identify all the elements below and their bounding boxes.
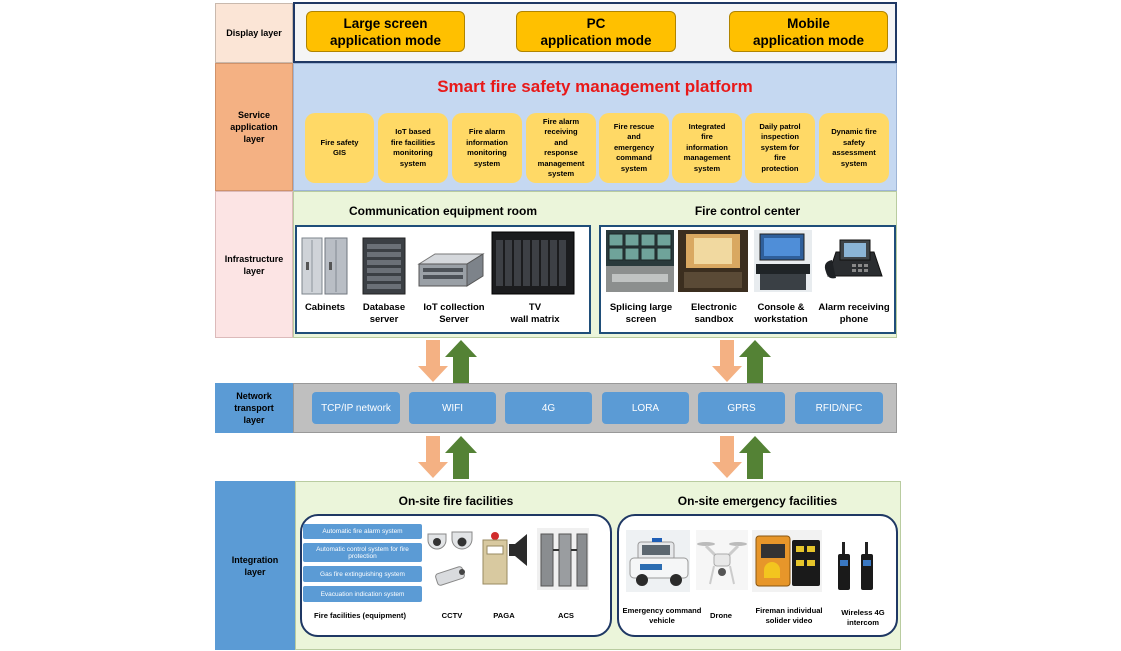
cabinets-image	[299, 236, 351, 296]
fire-facilities-title: On-site fire facilities	[398, 494, 514, 508]
service-system-iot-monitoring[interactable]: IoT based fire facilities monitoring sys…	[378, 113, 448, 183]
service-system-patrol-inspection[interactable]: Daily patrol inspection system for fire …	[745, 113, 815, 183]
console-workstation-caption: Console & workstation	[754, 302, 808, 325]
fire-system-auto-alarm[interactable]: Automatic fire alarm system	[303, 524, 422, 539]
paga-image	[480, 528, 510, 586]
service-system-alarm-response[interactable]: Fire alarm receiving and response manage…	[526, 113, 596, 183]
large-screen-mode-button[interactable]: Large screen application mode	[306, 11, 465, 52]
database-server-image	[359, 236, 409, 296]
splicing-screen-image	[606, 230, 674, 292]
service-system-integrated-info[interactable]: Integrated fire information management s…	[672, 113, 742, 183]
network-lora[interactable]: LORA	[602, 392, 689, 424]
fire-system-evacuation[interactable]: Evacuation indication system	[303, 586, 422, 602]
console-workstation-image	[754, 230, 812, 292]
service-system-safety-assessment[interactable]: Dynamic fire safety assessment system	[819, 113, 889, 183]
alarm-phone-caption: Alarm receiving phone	[818, 302, 890, 325]
service-system-gis[interactable]: Fire safety GIS	[305, 113, 374, 183]
data-flow-arrows-upper-right	[712, 340, 771, 383]
electronic-sandbox-image	[678, 230, 748, 292]
cabinets-caption: Cabinets	[304, 302, 346, 313]
iot-server-image	[415, 250, 487, 290]
individual-video-image	[752, 530, 822, 592]
fire-system-gas-extinguishing[interactable]: Gas fire extinguishing system	[303, 566, 422, 582]
electronic-sandbox-caption: Electronic sandbox	[691, 302, 737, 325]
emergency-facilities-title: On-site emergency facilities	[677, 494, 838, 508]
splicing-screen-caption: Splicing large screen	[609, 302, 673, 325]
tv-wall-matrix-caption: TV wall matrix	[510, 302, 560, 325]
fire-center-title: Fire control center	[694, 204, 801, 218]
service-layer-label: Service application layer	[215, 63, 293, 191]
network-layer-label: Network transport layer	[215, 383, 293, 433]
fire-facilities-equipment-caption: Fire facilities (equipment)	[314, 611, 406, 620]
speaker-image	[505, 530, 529, 570]
drone-caption: Drone	[710, 611, 732, 620]
integration-layer-label: Integration layer	[215, 481, 295, 650]
data-flow-arrows-lower-right	[712, 436, 771, 479]
network-tcpip[interactable]: TCP/IP network	[312, 392, 400, 424]
fire-system-auto-control[interactable]: Automatic control system for fire protec…	[303, 543, 422, 562]
service-system-alarm-monitoring[interactable]: Fire alarm information monitoring system	[452, 113, 522, 183]
database-server-caption: Database server	[362, 302, 406, 325]
tv-wall-matrix-image	[490, 230, 576, 296]
network-4g[interactable]: 4G	[505, 392, 592, 424]
comm-room-title: Communication equipment room	[348, 204, 537, 218]
individual-video-caption: Fireman individual solider video	[755, 606, 823, 625]
display-layer-label: Display layer	[215, 3, 293, 63]
network-wifi[interactable]: WIFI	[409, 392, 496, 424]
mobile-mode-button[interactable]: Mobile application mode	[729, 11, 888, 52]
iot-server-caption: IoT collection Server	[423, 302, 485, 325]
acs-caption: ACS	[557, 611, 575, 620]
network-gprs[interactable]: GPRS	[698, 392, 785, 424]
wireless-intercom-image	[830, 540, 880, 592]
network-rfid-nfc[interactable]: RFID/NFC	[795, 392, 883, 424]
data-flow-arrows-lower-left	[418, 436, 477, 479]
alarm-phone-image	[822, 232, 888, 290]
drone-image	[696, 530, 748, 590]
paga-caption: PAGA	[493, 611, 515, 620]
acs-image	[537, 528, 589, 590]
infrastructure-layer-label: Infrastructure layer	[215, 191, 293, 338]
platform-title: Smart fire safety management platform	[437, 77, 753, 96]
data-flow-arrows-upper-left	[418, 340, 477, 383]
cctv-caption: CCTV	[441, 611, 463, 620]
emergency-vehicle-caption: Emergency command vehicle	[622, 606, 702, 625]
wireless-intercom-caption: Wireless 4G intercom	[841, 608, 885, 627]
pc-mode-button[interactable]: PC application mode	[516, 11, 676, 52]
service-system-rescue-command[interactable]: Fire rescue and emergency command system	[599, 113, 669, 183]
cctv-image	[424, 528, 476, 590]
emergency-vehicle-image	[626, 530, 690, 592]
